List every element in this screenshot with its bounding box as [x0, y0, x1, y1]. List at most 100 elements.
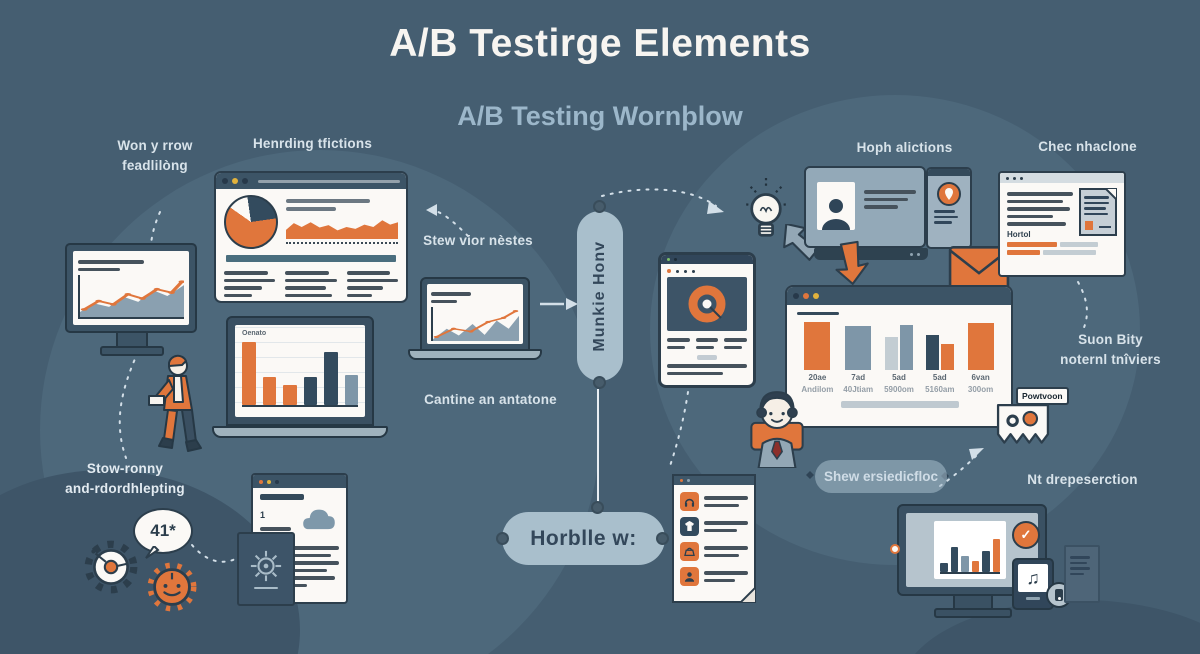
text-line	[224, 271, 268, 275]
bar	[344, 375, 358, 405]
bar-pair	[967, 320, 994, 370]
text-line	[224, 293, 253, 297]
browser-window-target	[658, 252, 756, 388]
chart-title-line	[797, 312, 839, 315]
text-line	[1084, 201, 1110, 204]
headphones-list-icon	[680, 492, 699, 511]
text-line	[78, 260, 144, 264]
text-line	[934, 215, 958, 218]
text-line	[864, 190, 916, 194]
check-icon: ✓	[1020, 527, 1032, 542]
bar-label-primary: 5ad	[892, 373, 906, 382]
window-dot	[267, 479, 271, 484]
item-text	[704, 542, 748, 561]
bar-label-primary: 7ad	[851, 373, 866, 382]
bar-pair	[925, 320, 954, 370]
text-line	[704, 578, 735, 582]
window-dot	[674, 258, 677, 261]
text-line	[286, 199, 370, 203]
document-sheet	[1064, 545, 1100, 603]
bar-label-primary: 5ad	[932, 373, 947, 382]
check-badge: ✓	[1012, 521, 1040, 549]
text-line	[704, 546, 748, 550]
window-dot	[232, 178, 238, 184]
text-line	[934, 221, 952, 224]
dashboard-bar-group: 5ad 5900om	[879, 320, 920, 394]
bullet-dot	[676, 269, 679, 273]
label-chec: Chec nhaclone	[1038, 139, 1137, 154]
shirt-list-icon	[680, 517, 699, 536]
bar	[971, 560, 979, 572]
bar	[950, 546, 958, 572]
result-monitor-base	[934, 608, 1012, 618]
bar-label-secondary: Andilom	[801, 385, 834, 394]
text-block	[78, 260, 184, 271]
window-dot	[803, 293, 809, 299]
bar-label-primary: 20ae	[808, 373, 827, 382]
browser-chrome	[253, 475, 346, 488]
text-line	[285, 286, 327, 290]
label-line: Stow-ronny	[86, 461, 164, 476]
text-block	[286, 199, 398, 211]
browser-chrome	[661, 255, 753, 264]
list-marker: 1	[260, 510, 266, 520]
text-line	[864, 205, 898, 209]
text-line	[346, 293, 373, 297]
label-ndrep: Nt drepeserction	[1027, 472, 1138, 487]
doc-header	[674, 476, 754, 485]
mini-line-chart	[431, 307, 519, 341]
label-hoph: Hoph alictions	[856, 140, 953, 155]
page-title: A/B Testirge Elements	[389, 22, 811, 65]
text-line	[1084, 207, 1107, 210]
bar	[961, 555, 969, 572]
text-line	[431, 292, 471, 296]
walking-person-illustration	[148, 354, 202, 452]
text-line	[704, 553, 740, 557]
monitor-base	[100, 346, 164, 356]
bar	[303, 377, 317, 405]
text-line	[864, 197, 909, 201]
label-line: Suon Bity	[1078, 332, 1143, 347]
window-dot	[1013, 176, 1016, 180]
chart-svg	[80, 280, 184, 317]
text-line	[1084, 212, 1108, 215]
bubble-text: 41*	[150, 521, 176, 540]
label-suon: Suon Bity noternl tnîviers	[1038, 330, 1183, 369]
doc-signature-line	[1099, 225, 1111, 228]
text-line	[1070, 561, 1087, 564]
pill-label: Shew ersiedicfloc	[823, 469, 939, 484]
window-dot	[1006, 176, 1009, 180]
bar	[845, 325, 872, 370]
connector-node	[591, 501, 604, 514]
text-line	[724, 345, 743, 349]
text-column	[724, 334, 748, 353]
text-column	[285, 267, 337, 301]
text-line	[224, 286, 263, 290]
smiley-gear-icon	[147, 562, 197, 612]
chart-svg	[286, 220, 398, 239]
text-line	[224, 278, 276, 282]
target-donut-icon	[688, 285, 726, 323]
text-line	[934, 210, 955, 213]
report-text	[1007, 192, 1073, 226]
indicator-dot	[910, 252, 913, 256]
text-line	[1070, 572, 1085, 575]
bar	[283, 385, 297, 405]
text-line	[431, 299, 458, 303]
label-line: and-rdordhlepting	[65, 480, 185, 496]
text-line	[667, 338, 690, 342]
callout-tag: Powtvoon	[1016, 387, 1069, 405]
bar-label-secondary: 5900om	[884, 385, 914, 394]
bullet-dot	[684, 269, 687, 273]
text-line	[285, 278, 337, 282]
text-line	[1070, 556, 1091, 559]
doc-seal	[1085, 221, 1093, 230]
axis-ticks	[286, 242, 398, 244]
status-pill-shew: Shew ersiedicfloc	[815, 460, 947, 493]
progress-orange	[1007, 241, 1057, 247]
line-chart	[78, 275, 184, 319]
bar	[925, 335, 939, 370]
